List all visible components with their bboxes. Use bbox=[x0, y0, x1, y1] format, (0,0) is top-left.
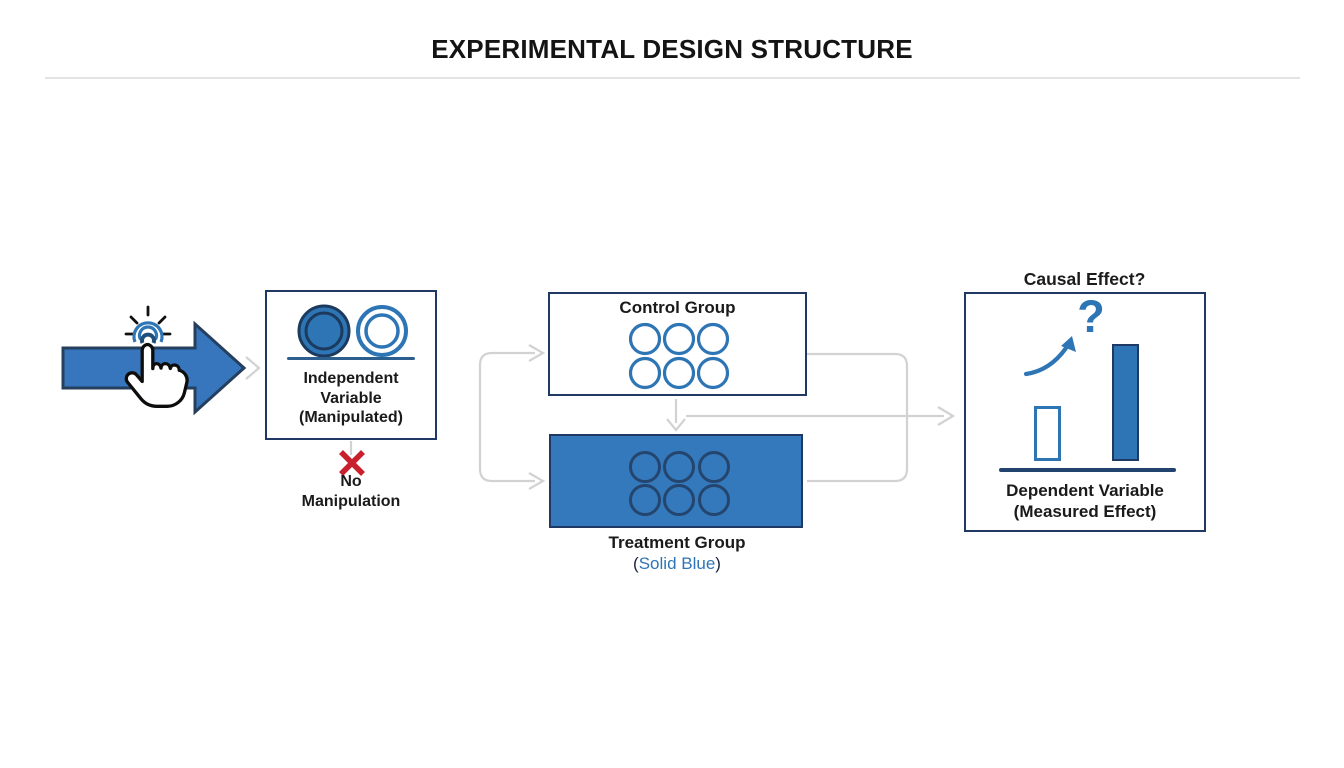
bar-outline bbox=[1034, 406, 1061, 461]
control-group-label: Control Group bbox=[619, 298, 736, 317]
causal-effect-label: Causal Effect? bbox=[1023, 269, 1146, 289]
iv-divider bbox=[287, 357, 415, 360]
iv-sublabel-text: (Manipulated) bbox=[299, 409, 403, 427]
treatment-group-label: Treatment Group bbox=[608, 533, 746, 552]
dependent-variable-label: Dependent Variable (Measured Effect) bbox=[966, 481, 1204, 522]
merge-connector bbox=[807, 352, 909, 483]
dv-sublabel-text: (Measured Effect) bbox=[1013, 501, 1157, 521]
no-manipulation-label: No Manipulation bbox=[301, 473, 401, 510]
branch-arrowhead-bottom bbox=[528, 472, 546, 490]
caption-open-paren: ( bbox=[633, 554, 639, 573]
x-mark-icon bbox=[339, 450, 365, 476]
page-title: EXPERIMENTAL DESIGN STRUCTURE bbox=[431, 34, 913, 64]
down-arrowhead bbox=[666, 418, 686, 432]
branch-arrowhead-top bbox=[528, 344, 546, 362]
title-divider bbox=[45, 77, 1300, 79]
iv-label-text: Independent Variable bbox=[303, 370, 399, 407]
treatment-group-dots bbox=[629, 451, 730, 516]
trend-arrow-icon bbox=[1023, 336, 1076, 377]
bar-solid bbox=[1112, 344, 1139, 461]
treatment-group-caption: (Solid Blue) bbox=[552, 554, 802, 574]
dependent-variable-box: ? Dependent Variable (Measured Effect) bbox=[964, 292, 1206, 532]
independent-variable-box: Independent Variable (Manipulated) bbox=[265, 290, 437, 440]
chart-baseline bbox=[999, 468, 1176, 472]
caption-close-paren: ) bbox=[715, 554, 721, 573]
flow-arrowhead bbox=[937, 406, 956, 426]
control-group-dots bbox=[628, 322, 730, 390]
caption-solid-blue: Solid Blue bbox=[638, 554, 716, 573]
dv-label-text: Dependent Variable bbox=[1006, 481, 1164, 500]
treatment-group-box bbox=[549, 434, 803, 528]
question-mark: ? bbox=[1077, 291, 1105, 342]
branch-connector bbox=[478, 351, 535, 483]
iv-label: Independent Variable (Manipulated) bbox=[267, 369, 435, 428]
manipulation-circles-icon bbox=[297, 304, 408, 358]
click-pointer-icon bbox=[124, 305, 189, 408]
control-group-box: Control Group bbox=[548, 292, 807, 396]
